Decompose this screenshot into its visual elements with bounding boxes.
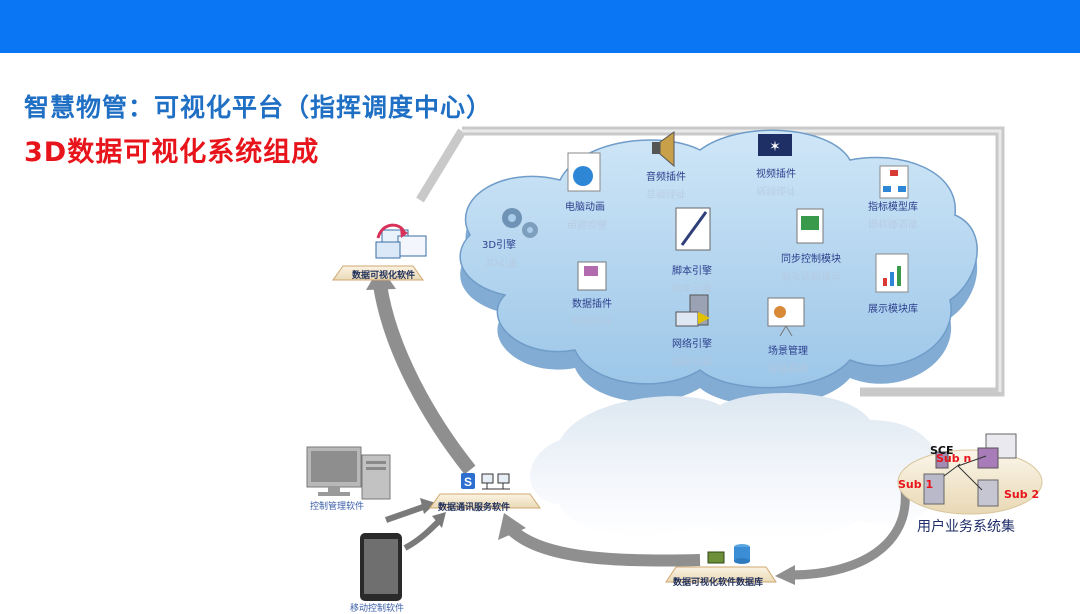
module-sync-control: 同步控制模块: [781, 250, 841, 265]
pc-animation-icon: [568, 153, 600, 191]
module-audio-plugin-reflection: 音频插件: [646, 187, 686, 202]
subsystem-sub-n: Sub n: [936, 452, 971, 465]
subsystem-sub-1: Sub 1: [898, 478, 933, 491]
floppy-icon: [578, 262, 606, 290]
module-3d-engine: 3D引擎: [482, 236, 516, 251]
arrow-tablet-to-server: [405, 520, 440, 548]
module-audio-plugin: 音频插件: [646, 168, 686, 183]
video-icon: ✶: [758, 134, 792, 156]
module-script-engine-reflection: 脚本引擎: [672, 281, 712, 296]
node-control-mgmt-software: 控制管理软件: [310, 499, 364, 512]
display-module-icon: [876, 254, 908, 292]
module-network-engine: 网络引擎: [672, 335, 712, 350]
module-data-plugin: 数据插件: [572, 295, 612, 310]
module-pc-animation: 电脑动画: [565, 198, 605, 213]
svg-text:✶: ✶: [769, 139, 781, 155]
module-data-plugin-reflection: 数据插件: [572, 314, 612, 329]
script-pen-icon: [676, 208, 710, 250]
node-viz-software: 数据可视化软件: [352, 268, 415, 281]
node-user-business-systems: 用户业务系统集: [917, 516, 1015, 536]
indicator-model-icon: [880, 166, 908, 198]
module-pc-animation-reflection: 电脑动画: [567, 218, 607, 233]
module-display-module-lib: 展示模块库: [868, 300, 918, 315]
arrow-up-left: [380, 285, 470, 470]
subsystem-sub-2: Sub 2: [1004, 488, 1039, 501]
cloud-reflection: [530, 393, 936, 539]
svg-text:S: S: [464, 475, 472, 489]
sync-control-icon: [797, 209, 823, 243]
module-video-plugin-reflection: 视频插件: [756, 184, 796, 199]
module-scene-management-reflection: 场景管理: [768, 361, 808, 376]
module-script-engine: 脚本引擎: [672, 262, 712, 277]
module-indicator-model-lib-reflection: 指标模型库: [868, 217, 918, 232]
module-3d-engine-reflection: 3D引擎: [484, 256, 518, 271]
module-indicator-model-lib: 指标模型库: [868, 198, 918, 213]
node-data-comm-software: 数据通讯服务软件: [438, 500, 510, 513]
module-sync-control-reflection: 同步控制模块: [781, 269, 841, 284]
module-video-plugin: 视频插件: [756, 165, 796, 180]
module-network-engine-reflection: 网络引擎: [672, 354, 712, 369]
node-viz-database: 数据可视化软件数据库: [673, 575, 763, 588]
arrow-bottom-loop: [510, 528, 700, 561]
module-scene-management: 场景管理: [768, 342, 808, 357]
arrow-monitor-to-server: [386, 506, 426, 520]
